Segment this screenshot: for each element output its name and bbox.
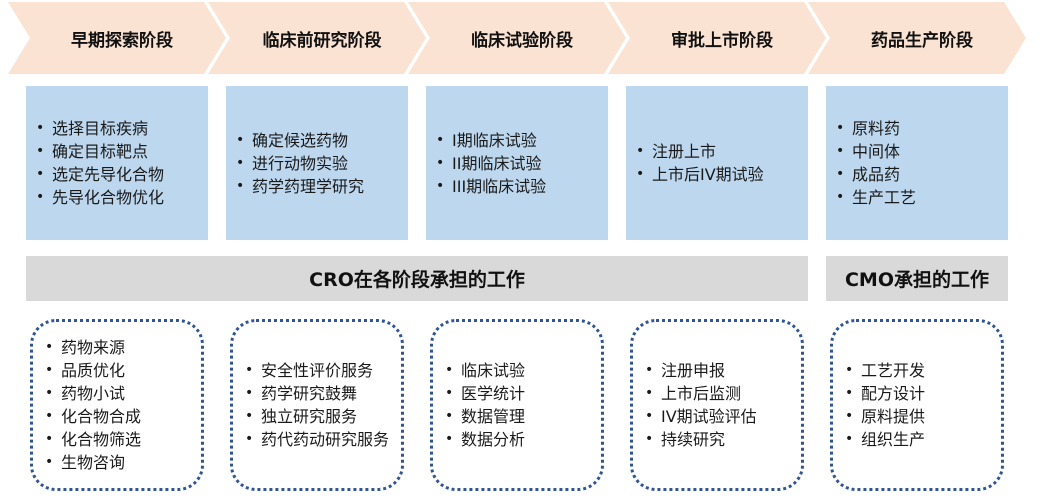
detail-list: I期临床试验 II期临床试验 III期临床试验: [430, 129, 546, 198]
list-item: 临床试验: [439, 359, 525, 382]
stage-label: 早期探索阶段: [71, 30, 173, 51]
list-item: 选定先导化合物: [30, 163, 164, 186]
list-item: 化合物筛选: [39, 428, 141, 451]
stage-detail-box-preclinical: 确定候选药物 进行动物实验 药学药理学研究: [226, 86, 408, 240]
cro-band: CRO在各阶段承担的工作: [26, 256, 808, 301]
detail-list: 选择目标疾病 确定目标靶点 选定先导化合物 先导化合物优化: [30, 117, 164, 209]
list-item: 药物小试: [39, 382, 141, 405]
list-item: II期临床试验: [430, 152, 546, 175]
list-item: 原料提供: [839, 405, 925, 428]
stage-detail-box-approval: 注册上市 上市后IV期试验: [626, 86, 808, 240]
list-item: 选择目标疾病: [30, 117, 164, 140]
stage-label: 药品生产阶段: [871, 30, 973, 51]
stage-detail-box-production: 原料药 中间体 成品药 生产工艺: [826, 86, 1008, 240]
stage-label: 临床试验阶段: [471, 30, 573, 51]
service-box-preclinical: 安全性评价服务 药学研究鼓舞 独立研究服务 药代药动研究服务: [230, 319, 404, 491]
list-item: 进行动物实验: [230, 152, 364, 175]
detail-list: 注册上市 上市后IV期试验: [630, 140, 764, 186]
list-item: 注册上市: [630, 140, 764, 163]
stage-arrow-preclinical: 临床前研究阶段: [208, 2, 426, 74]
list-item: I期临床试验: [430, 129, 546, 152]
list-item: 注册申报: [639, 359, 757, 382]
service-box-production: 工艺开发 配方设计 原料提供 组织生产: [830, 319, 1004, 491]
list-item: 上市后监测: [639, 382, 757, 405]
list-item: 药代药动研究服务: [239, 428, 389, 451]
list-item: 品质优化: [39, 359, 141, 382]
list-item: 先导化合物优化: [30, 186, 164, 209]
cmo-band: CMO承担的工作: [826, 256, 1008, 301]
service-box-clinical-trial: 临床试验 医学统计 数据管理 数据分析: [430, 319, 604, 491]
stage-arrow-row: 早期探索阶段 临床前研究阶段 临床试验阶段 审批上市阶段 药品生产阶段: [0, 0, 1058, 76]
list-item: 化合物合成: [39, 405, 141, 428]
service-box-early-discovery: 药物来源 品质优化 药物小试 化合物合成 化合物筛选 生物咨询: [30, 319, 204, 491]
list-item: 生物咨询: [39, 451, 141, 474]
list-item: 成品药: [830, 163, 916, 186]
list-item: 组织生产: [839, 428, 925, 451]
stage-arrow-production: 药品生产阶段: [808, 2, 1026, 74]
detail-list: 原料药 中间体 成品药 生产工艺: [830, 117, 916, 209]
stage-detail-box-clinical-trial: I期临床试验 II期临床试验 III期临床试验: [426, 86, 608, 240]
list-item: 药学药理学研究: [230, 175, 364, 198]
stage-detail-box-early-discovery: 选择目标疾病 确定目标靶点 选定先导化合物 先导化合物优化: [26, 86, 208, 240]
cro-band-label: CRO在各阶段承担的工作: [309, 269, 525, 291]
list-item: IV期试验评估: [639, 405, 757, 428]
stage-arrow-approval: 审批上市阶段: [608, 2, 826, 74]
stage-arrow-clinical-trial: 临床试验阶段: [408, 2, 626, 74]
service-list: 药物来源 品质优化 药物小试 化合物合成 化合物筛选 生物咨询: [39, 336, 141, 474]
list-item: 确定目标靶点: [30, 140, 164, 163]
service-list: 注册申报 上市后监测 IV期试验评估 持续研究: [639, 359, 757, 451]
list-item: 数据管理: [439, 405, 525, 428]
list-item: 持续研究: [639, 428, 757, 451]
list-item: 确定候选药物: [230, 129, 364, 152]
list-item: 工艺开发: [839, 359, 925, 382]
service-list: 安全性评价服务 药学研究鼓舞 独立研究服务 药代药动研究服务: [239, 359, 389, 451]
list-item: III期临床试验: [430, 175, 546, 198]
list-item: 独立研究服务: [239, 405, 389, 428]
stage-label: 临床前研究阶段: [262, 30, 382, 51]
stage-label: 审批上市阶段: [671, 30, 773, 51]
list-item: 配方设计: [839, 382, 925, 405]
service-list: 临床试验 医学统计 数据管理 数据分析: [439, 359, 525, 451]
list-item: 安全性评价服务: [239, 359, 389, 382]
list-item: 中间体: [830, 140, 916, 163]
list-item: 上市后IV期试验: [630, 163, 764, 186]
list-item: 数据分析: [439, 428, 525, 451]
service-list: 工艺开发 配方设计 原料提供 组织生产: [839, 359, 925, 451]
stage-arrow-early-discovery: 早期探索阶段: [8, 2, 226, 74]
detail-list: 确定候选药物 进行动物实验 药学药理学研究: [230, 129, 364, 198]
list-item: 医学统计: [439, 382, 525, 405]
list-item: 药学研究鼓舞: [239, 382, 389, 405]
list-item: 原料药: [830, 117, 916, 140]
cmo-band-label: CMO承担的工作: [844, 269, 989, 291]
list-item: 药物来源: [39, 336, 141, 359]
list-item: 生产工艺: [830, 186, 916, 209]
service-box-approval: 注册申报 上市后监测 IV期试验评估 持续研究: [630, 319, 804, 491]
